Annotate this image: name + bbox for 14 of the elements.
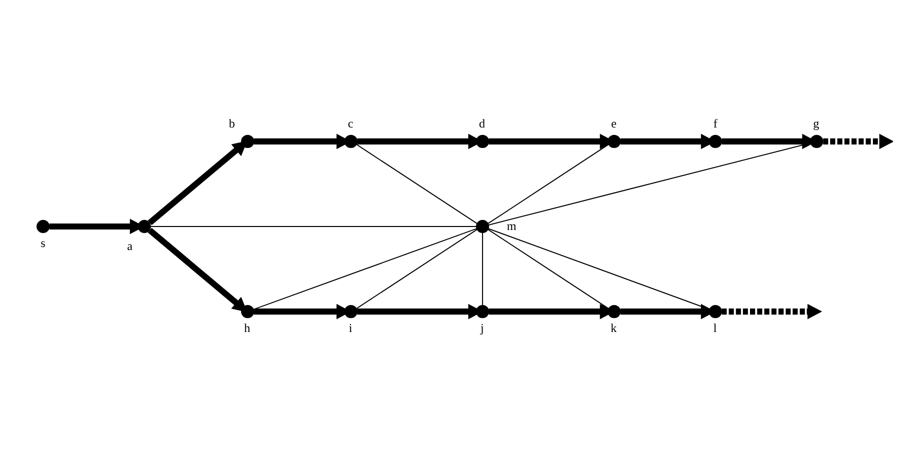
node-label: l (713, 320, 717, 334)
node-label: d (478, 116, 486, 130)
node-label: h (244, 320, 250, 334)
node-label: k (610, 320, 617, 334)
node-label: b (228, 116, 235, 130)
node-label: e (611, 116, 617, 130)
node-label: j (480, 320, 484, 334)
node-label: f (713, 116, 718, 130)
node-label: m (506, 218, 516, 233)
node-label: a (127, 238, 133, 252)
node-label: g (813, 116, 820, 130)
node-label: i (348, 320, 352, 334)
node-label: c (348, 116, 354, 130)
node-label: s (40, 235, 46, 250)
